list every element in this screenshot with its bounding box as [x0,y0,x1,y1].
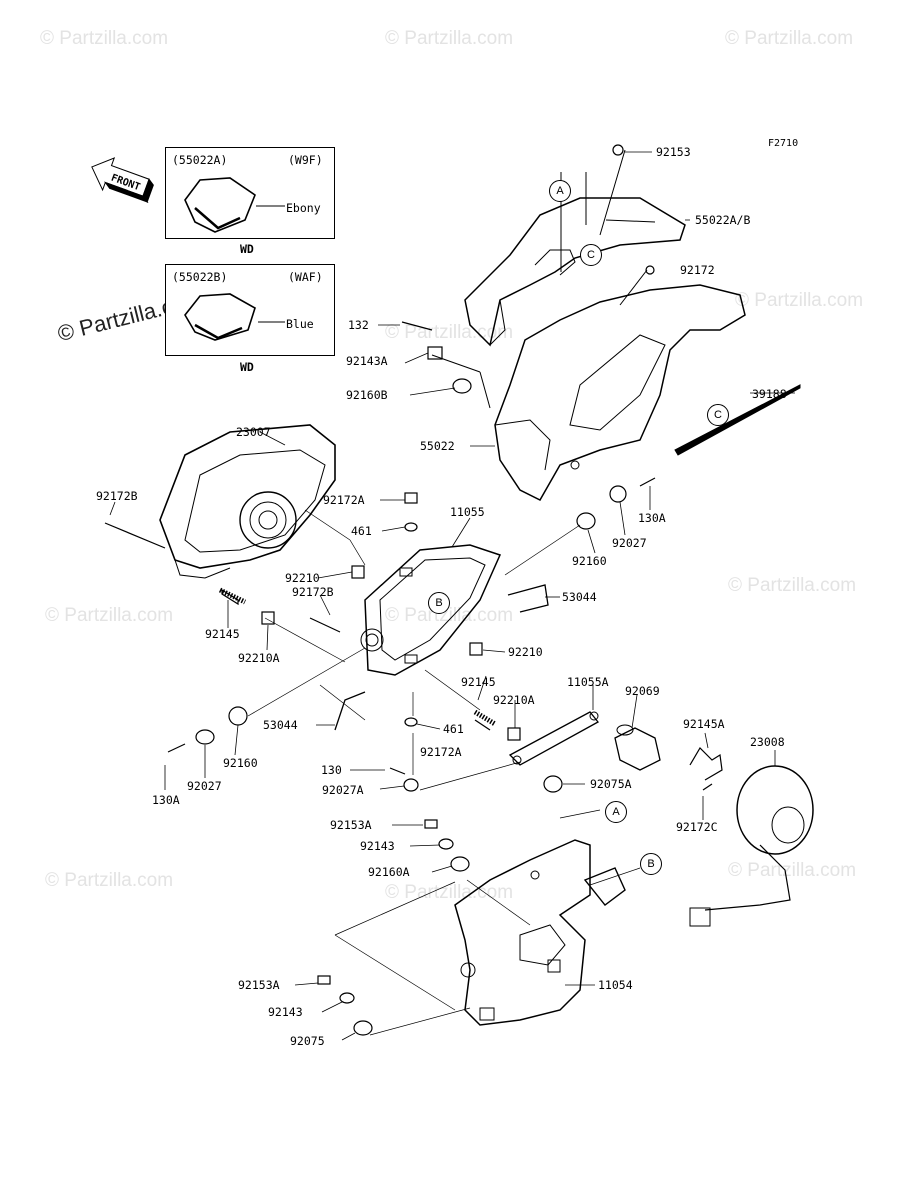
part-label: 11055A [567,675,609,689]
lamp-23008 [689,765,814,927]
part-label: 92145A [683,717,725,731]
part-label: 92027 [612,536,647,550]
part-label: 92153 [656,145,691,159]
clip-92145A [689,747,723,781]
bulb-92069 [614,727,661,771]
watermark: © Partzilla.com [725,28,854,49]
variant-note: WD [240,242,254,256]
part-label: 92210 [508,645,543,659]
part-label: 39188 [752,387,787,401]
variant-color: Ebony [286,201,321,215]
part-label: 130 [321,763,342,777]
part-label: 130A [152,793,180,807]
part-label: 92153A [238,978,280,992]
part-label: 461 [351,524,372,538]
part-label: 92210A [493,693,535,707]
part-label: 92143A [346,354,388,368]
part-label: 92145 [461,675,496,689]
watermark: © Partzilla.com [40,28,169,49]
part-label: 23008 [750,735,785,749]
variant-color: Blue [286,317,314,331]
part-label: 11054 [598,978,633,992]
cowl-55022 [494,284,746,501]
watermark: © Partzilla.com [385,28,514,49]
part-label: 92069 [625,684,660,698]
part-label: 92075 [290,1034,325,1048]
part-label: 92172C [676,820,718,834]
hose-53044 [507,584,549,613]
callout-a: A [549,180,571,202]
watermark: © Partzilla.com [45,605,174,626]
part-label: 92160 [223,756,258,770]
part-label: 23007 [236,425,271,439]
part-label: 92160A [368,865,410,879]
part-label: 53044 [263,718,298,732]
variant-box-ebony: (55022A) (W9F) Ebony [165,147,335,239]
plate-11055A [508,711,599,766]
part-label: 92172A [323,493,365,507]
part-label: 92027 [187,779,222,793]
part-label: 92172B [96,489,138,503]
callout-b: B [428,592,450,614]
part-label: 461 [443,722,464,736]
part-label: 92172 [680,263,715,277]
part-label: 132 [348,318,369,332]
part-label: 92075A [590,777,632,791]
callout-c: C [707,404,729,426]
bracket-11055 [360,544,502,676]
front-arrow-icon: FRONT [91,157,154,204]
part-label: 92210 [285,571,320,585]
part-label: 92160 [572,554,607,568]
variant-part: (55022A) [172,153,228,167]
strip-39188 [674,384,801,456]
part-label: 92160B [346,388,388,402]
upper-cowl [464,197,686,347]
callout-b: B [640,853,662,875]
watermark: © Partzilla.com [728,575,857,596]
part-label: 92027A [322,783,364,797]
watermark: © Partzilla.com [45,870,174,891]
headlight-23007 [159,424,336,579]
watermark: © Partzilla.com [735,290,864,311]
fasteners [104,144,713,1036]
part-label: 55022 [420,439,455,453]
bracket-11054 [454,839,626,1026]
watermark: © Partzilla.com [728,860,857,881]
part-label: 130A [638,511,666,525]
part-label: 11055 [450,505,485,519]
hose-53044 [334,691,366,731]
part-label: 55022A/B [695,213,751,227]
part-label: 92153A [330,818,372,832]
variant-box-blue: (55022B) (WAF) Blue [165,264,335,356]
part-label: 92210A [238,651,280,665]
part-label: 92172B [292,585,334,599]
part-label: 92145 [205,627,240,641]
cowl-icon [184,293,256,341]
variant-note: WD [240,360,254,374]
watermark: © Partzilla.com [385,605,514,626]
diagram-code: F2710 [768,138,799,149]
callout-c: C [580,244,602,266]
cowl-icon [184,177,256,233]
part-label: 92143 [360,839,395,853]
part-label: 92143 [268,1005,303,1019]
variant-code: (W9F) [288,153,323,167]
part-label: 92172A [420,745,462,759]
callout-a: A [605,801,627,823]
variant-code: (WAF) [288,270,323,284]
part-label: 53044 [562,590,597,604]
variant-part: (55022B) [172,270,228,284]
watermark: © Partzilla.com [385,322,514,343]
